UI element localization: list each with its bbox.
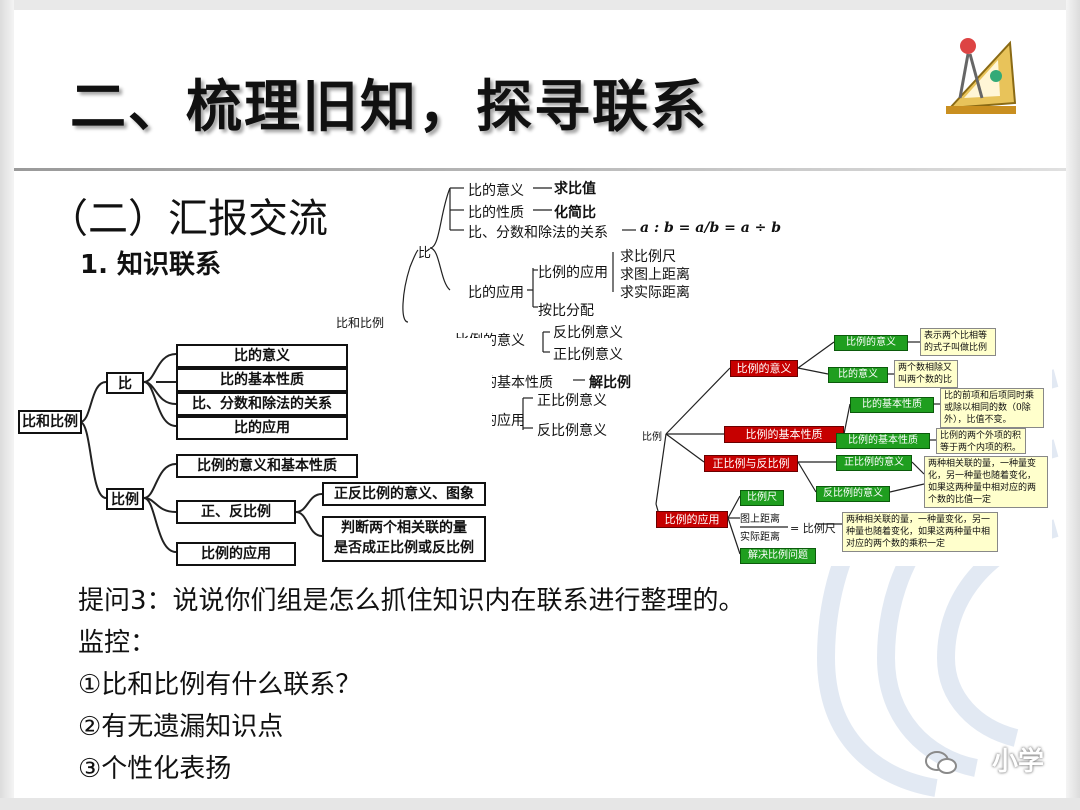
yellow-note-1: 表示两个比相等的式子叫做比例 [920,328,996,356]
scale-formula-eq: = 比例尺 [790,520,836,536]
top-property: 比的性质 [468,202,524,222]
title-divider [14,168,1066,171]
monitor-item-1: ①比和比例有什么联系？ [78,664,361,701]
green-node-2: 比的意义 [828,367,888,383]
mid-basic-to: 解比例 [589,372,631,392]
yellow-note-3: 比的前项和后项同时乘或除以相同的数（0除外），比值不变。 [940,388,1044,428]
school-logo-icon [940,28,1020,118]
top-tree-lines [330,172,790,347]
left-bili-item-1: 比例的意义和基本性质 [176,454,358,478]
top-app-item-3: 求实际距离 [620,282,690,302]
left-bi-box: 比 [106,372,144,394]
yellow-note-4: 比例的两个外项的积等于两个内项的积。 [936,428,1026,454]
red-node-4: 比例的应用 [656,511,728,528]
top-prop-application: 比例的应用 [538,262,608,282]
slide-frame-right [1066,0,1080,810]
green-node-3: 比的基本性质 [850,397,934,413]
green-node-4: 比例的基本性质 [836,433,930,449]
green-node-1: 比例的意义 [834,335,908,351]
left-zf-item-1: 正反比例的意义、图象 [322,482,486,506]
right-root-label: 比例 [642,428,662,443]
green-node-6: 反比例的意义 [816,486,890,502]
watermark-text: 小学 [992,741,1044,778]
top-app-item-1: 求比例尺 [620,246,676,266]
top-formula: a : b = a/b = a ÷ b [640,220,781,236]
slide-frame-left [0,0,14,810]
top-meaning: 比的意义 [468,180,524,200]
yellow-note-2: 两个数相除又叫两个数的比 [894,360,958,388]
top-relation: 比、分数和除法的关系 [468,222,608,242]
wechat-icon [924,750,958,776]
left-zf-item-2: 判断两个相关联的量 是否成正比例或反比例 [322,516,486,562]
mid-prop-app-item-1: 正比例意义 [537,390,607,410]
top-root-label: 比和比例 [336,314,384,331]
green-node-8: 解决比例问题 [740,548,816,564]
slide-frame-top [0,0,1080,10]
red-node-1: 比例的意义 [730,360,798,377]
mid-prop-app-item-2: 反比例意义 [537,420,607,440]
top-allocate: 按比分配 [538,300,594,320]
slide-title: 二、梳理旧知，探寻联系 [70,62,708,143]
yellow-note-5: 两种相关联的量，一种量变化，另一种量也随着变化，如果这两种量中相对应的两个数的比… [924,456,1048,508]
section-subheading: 1. 知识联系 [80,244,221,281]
section-subtitle: （二）汇报交流 [48,186,328,244]
green-node-7: 比例尺 [740,490,784,506]
left-bili-item-2: 正、反比例 [176,500,296,524]
yellow-note-6: 两种相关联的量，一种量变化，另一种量也随着变化，如果这两种量中相对应的两个数的乘… [842,512,998,552]
left-bi-item-4: 比的应用 [176,416,348,440]
right-concept-map: 比例 比例的意义 比例的基本性质 正比例与反比例 比例的应用 比例的意义 比的意… [640,324,1052,566]
scale-formula-bottom: 实际距离 [740,528,780,543]
left-bi-item-2: 比的基本性质 [176,368,348,392]
left-bili-box: 比例 [106,488,144,510]
top-property-to: 化简比 [554,202,596,222]
green-node-5: 正比例的意义 [836,455,912,471]
mid-pm-item-2: 正比例意义 [553,344,623,364]
left-knowledge-tree: 比和比例 比 比的意义 比的基本性质 比、分数和除法的关系 比的应用 比例 比例… [16,338,492,568]
top-meaning-to: 求比值 [554,178,596,198]
monitor-item-2: ②有无遗漏知识点 [78,706,283,743]
question-text: 提问3：说说你们组是怎么抓住知识内在联系进行整理的。 [78,580,745,617]
red-node-3: 正比例与反比例 [704,455,798,472]
red-node-2: 比例的基本性质 [724,426,844,443]
top-bi-label: 比 [418,242,431,261]
slide-frame-bottom [0,798,1080,810]
top-app-item-2: 求图上距离 [620,264,690,284]
monitor-label: 监控： [78,622,156,659]
top-knowledge-tree: 比和比例 比 比的意义 求比值 比的性质 化简比 比、分数和除法的关系 a : … [330,172,790,347]
left-bi-item-3: 比、分数和除法的关系 [176,392,348,416]
scale-formula-top: 图上距离 [740,510,780,525]
mid-pm-item-1: 反比例意义 [553,322,623,342]
monitor-item-3: ③个性化表扬 [78,748,231,785]
left-bili-item-3: 比例的应用 [176,542,296,566]
left-bi-item-1: 比的意义 [176,344,348,368]
top-application: 比的应用 [468,282,524,302]
left-root-box: 比和比例 [18,410,82,434]
